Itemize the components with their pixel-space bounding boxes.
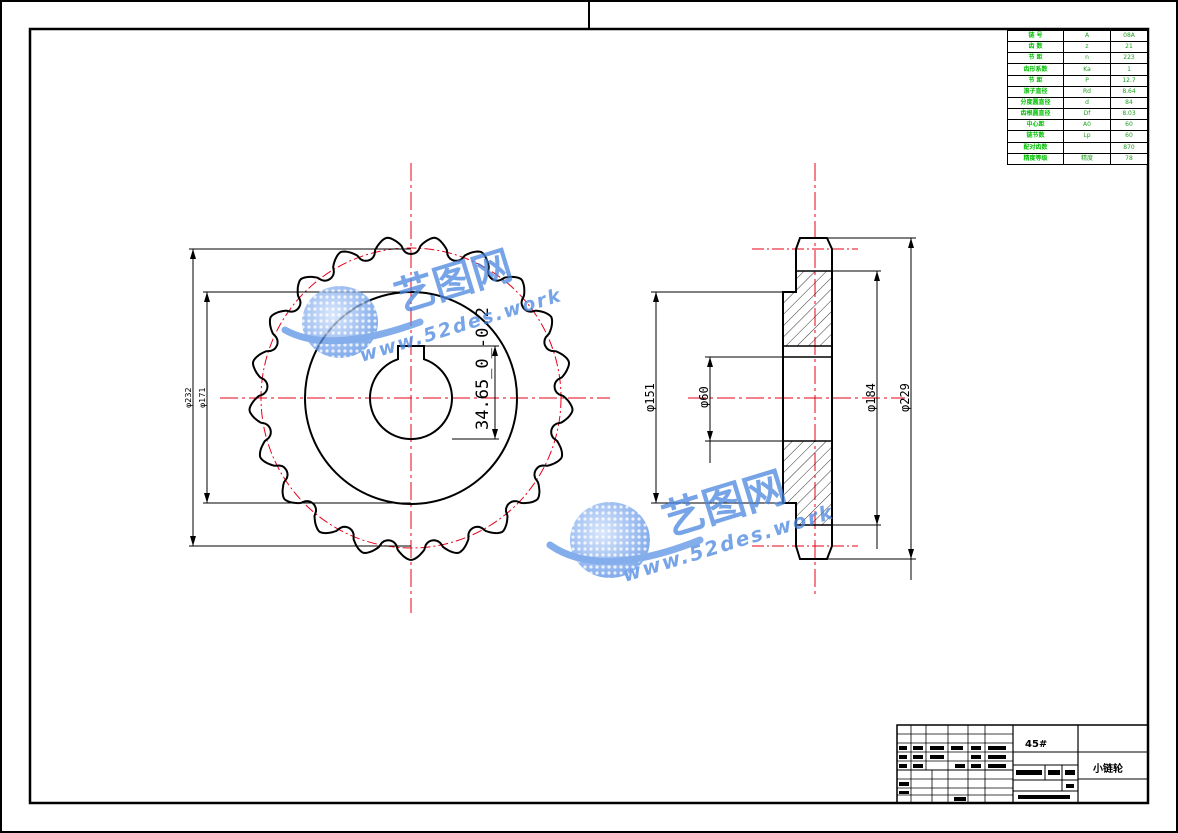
drawing-frame	[28, 27, 1150, 805]
side-view: φ151 φ60 φ184 φ229	[643, 163, 916, 598]
parameter-name: 齿形系数	[1007, 63, 1064, 76]
parameter-name: 节 距	[1007, 52, 1064, 65]
parameter-value: 12.7	[1110, 74, 1148, 87]
watermark-swoosh-icon-2	[546, 536, 704, 565]
parameter-value: 60	[1110, 130, 1148, 143]
dim-60-arrow-top	[707, 357, 713, 367]
parameter-symbol: Lp	[1063, 130, 1111, 143]
pitch-circle	[260, 247, 562, 549]
title-block-fill	[899, 746, 1075, 801]
keyway-arrow-top	[492, 346, 498, 356]
keyway-arrow-bottom	[492, 429, 498, 439]
dim-232-arrow-top	[190, 249, 196, 259]
parameter-value: 870	[1110, 141, 1148, 154]
parameter-value: 84	[1110, 96, 1148, 110]
parameter-name: 节 距	[1007, 74, 1064, 87]
parameter-symbol: Ka	[1063, 63, 1111, 76]
parameter-name: 配对齿数	[1007, 141, 1064, 154]
dim-60-arrow-bottom	[707, 431, 713, 441]
dim-229-arrow-top	[908, 238, 914, 248]
parameter-symbol: 精度	[1063, 152, 1111, 166]
dim-171-label: φ171	[198, 387, 207, 408]
parameter-symbol: A0	[1063, 119, 1111, 132]
section-bottom-hatched	[783, 441, 832, 525]
bore-with-keyway	[369, 345, 453, 441]
section-top-hatched	[783, 271, 832, 346]
parameter-value: 78	[1110, 152, 1148, 166]
parameter-name: 分度圆直径	[1007, 96, 1064, 110]
parameter-name: 中心距	[1007, 119, 1064, 132]
dim-184-arrow-bottom	[874, 515, 880, 525]
parameter-symbol: d	[1063, 96, 1111, 110]
parameter-value: 8.03	[1110, 108, 1148, 121]
side-profile-outline	[782, 237, 833, 560]
dim-151-label: φ151	[643, 383, 657, 412]
parameter-symbol	[1063, 141, 1111, 154]
part-name-label: 小链轮	[1093, 764, 1123, 775]
dim-151-arrow-bottom	[653, 493, 659, 503]
dim-184-label: φ184	[864, 383, 878, 412]
dim-229-arrow-bottom	[908, 549, 914, 559]
parameter-value: 60	[1110, 119, 1148, 132]
parameter-symbol: P	[1063, 74, 1111, 87]
front-view: 34.65_0_-0.2 φ232 φ171	[184, 163, 610, 613]
parameter-symbol: Df	[1063, 108, 1111, 121]
parameter-value: 21	[1110, 41, 1148, 54]
dim-229-label: φ229	[898, 383, 912, 412]
parameter-name: 精度等级	[1007, 152, 1064, 166]
parameter-name: 滚子直径	[1007, 85, 1064, 98]
watermark-swoosh-icon	[281, 318, 424, 345]
sprocket-tooth-profile	[248, 236, 574, 562]
parameter-value: 223	[1110, 52, 1148, 65]
material-label: 45#	[1025, 739, 1048, 750]
parameter-symbol: Rd	[1063, 85, 1111, 98]
parameter-name: 链 号	[1007, 29, 1064, 43]
parameter-name: 齿 数	[1007, 41, 1064, 54]
parameter-symbol: z	[1063, 41, 1111, 54]
dim-232-arrow-bottom	[190, 536, 196, 546]
parameter-name: 链节数	[1007, 130, 1064, 143]
title-block	[896, 724, 1149, 804]
parameter-value: 8.64	[1110, 85, 1148, 98]
dim-184-arrow-top	[874, 271, 880, 281]
parameter-symbol: n	[1063, 52, 1111, 65]
dim-171-arrow-top	[204, 292, 210, 302]
parameter-symbol: A	[1063, 29, 1111, 43]
parameter-value: 1	[1110, 63, 1148, 76]
parameter-row: 配对齿数 870	[1007, 141, 1148, 154]
dim-151-arrow-top	[653, 292, 659, 302]
parameter-name: 齿根圆直径	[1007, 108, 1064, 121]
dim-60-label: φ60	[697, 386, 711, 408]
dim-232-label: φ232	[184, 387, 193, 408]
keyway-dimension-label: 34.65_0_-0.2	[473, 307, 493, 430]
dim-171-arrow-bottom	[204, 493, 210, 503]
parameter-value: 08A	[1110, 29, 1148, 43]
